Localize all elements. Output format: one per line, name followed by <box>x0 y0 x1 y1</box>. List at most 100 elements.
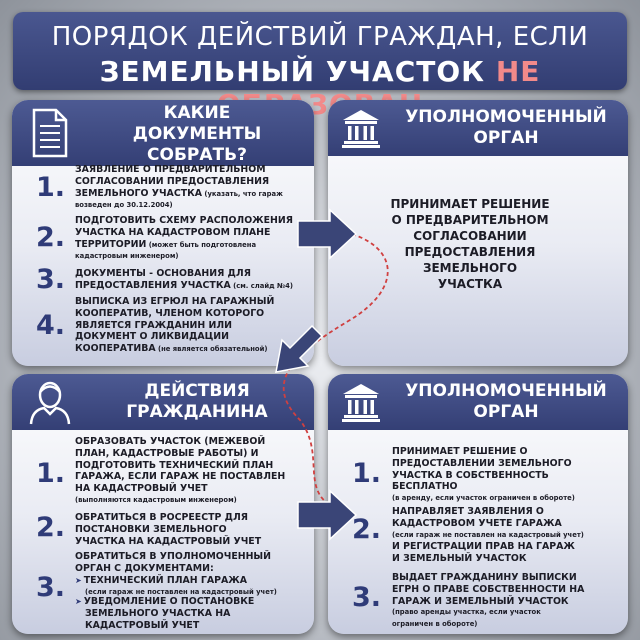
citizen-title-line: ДЕЙСТВИЯ <box>144 381 250 401</box>
citizen-card-header: ДЕЙСТВИЯ ГРАЖДАНИНА <box>12 374 314 430</box>
doc-item-note: кадастровым инженером) <box>75 252 179 261</box>
doc-item-note: (см. слайд №4) <box>230 281 293 290</box>
citizen-subitem: ➤ТЕХНИЧЕСКИЙ ПЛАН ГАРАЖА (если гараж не … <box>75 575 311 599</box>
government-building-icon <box>342 110 380 148</box>
citizen-subitem-text: УВЕДОМЛЕНИЕ О ПОСТАНОВКЕ <box>83 596 255 607</box>
citizen-item-line: ОБРАТИТЬСЯ В УПОЛНОМОЧЕННЫЙ <box>75 551 271 562</box>
authority-bottom-card: УПОЛНОМОЧЕННЫЙ ОРГАН 1. ПРИНИМАЕТ РЕШЕНИ… <box>328 374 628 634</box>
citizen-subitem-line: ➤УВЕДОМЛЕНИЕ О ПОСТАНОВКЕ <box>75 596 311 608</box>
doc-item-line: ТЕРРИТОРИИ (может быть подготовлена <box>75 239 311 252</box>
citizen-item: ОБРАТИТЬСЯ В УПОЛНОМОЧЕННЫЙ ОРГАН С ДОКУ… <box>75 551 311 575</box>
authority-top-title: УПОЛНОМОЧЕННЫЙ ОРГАН <box>390 107 622 149</box>
authority-item-line: ВЫДАЕТ ГРАЖДАНИНУ ВЫПИСКИ <box>392 572 577 583</box>
chevron-right-icon: ➤ <box>75 597 82 606</box>
doc-item: ДОКУМЕНТЫ - ОСНОВАНИЯ ДЛЯ ПРЕДОСТАВЛЕНИЯ… <box>75 268 311 293</box>
person-icon <box>29 381 71 425</box>
authority-item-line: БЕСПЛАТНО <box>392 481 458 493</box>
document-icon <box>32 108 68 158</box>
citizen-subitem-note: (если гараж не поставлен на кадастровый … <box>85 587 277 596</box>
doc-item-note: (не является обязательной) <box>155 345 268 354</box>
doc-item-note: возведен до 30.12.2004) <box>75 201 173 210</box>
doc-item-number: 2. <box>36 222 66 253</box>
authority-item-line: ПРИНИМАЕТ РЕШЕНИЕ О <box>392 446 528 457</box>
authority-item-note: (если гараж не поставлен на кадастровый … <box>392 530 584 539</box>
documents-card-title: КАКИЕ ДОКУМЕНТЫ СОБРАТЬ? <box>87 103 307 166</box>
citizen-item-line: ОБРАЗОВАТЬ УЧАСТОК (МЕЖЕВОЙ <box>75 436 266 447</box>
authority-item-line: И РЕГИСТРАЦИИ ПРАВ НА ГАРАЖ <box>392 541 575 553</box>
authority-item-line: ЕГРН О ПРАВЕ СОБСТВЕННОСТИ НА <box>392 583 585 595</box>
authority-item-note: (право аренды участка, если участок <box>392 608 541 617</box>
citizen-item: ОБРАТИТЬСЯ В РОСРЕЕСТР ДЛЯ ПОСТАНОВКИ ЗЕ… <box>75 512 311 547</box>
authority-title-line: ОРГАН <box>473 128 539 148</box>
citizen-item-number: 3. <box>36 572 66 603</box>
authority-item-number: 3. <box>352 582 382 613</box>
citizen-actions-card: ДЕЙСТВИЯ ГРАЖДАНИНА 1. ОБРАЗОВАТЬ УЧАСТО… <box>12 374 314 634</box>
decision-line: ПРЕДОСТАВЛЕНИЯ <box>404 245 536 259</box>
authority-item: ПРИНИМАЕТ РЕШЕНИЕ О ПРЕДОСТАВЛЕНИИ ЗЕМЕЛ… <box>392 446 624 505</box>
doc-item-line: ПРЕДОСТАВЛЕНИЯ УЧАСТКА (см. слайд №4) <box>75 280 311 293</box>
authority-item-line: НАПРАВЛЯЕТ ЗАЯВЛЕНИЯ О <box>392 506 544 517</box>
doc-item-line: ДОКУМЕНТЫ - ОСНОВАНИЯ ДЛЯ <box>75 268 251 279</box>
authority-top-decision: ПРИНИМАЕТ РЕШЕНИЕ О ПРЕДВАРИТЕЛЬНОМ СОГЛ… <box>345 196 595 292</box>
doc-item-line: ЗЕМЕЛЬНОГО УЧАСТКА (указать, что гараж <box>75 188 311 201</box>
citizen-subitem-text: КАДАСТРОВЫЙ УЧЕТ <box>85 619 200 631</box>
doc-item-number: 1. <box>36 172 66 203</box>
decision-line: О ПРЕДВАРИТЕЛЬНОМ <box>391 213 549 227</box>
doc-item: ЗАЯВЛЕНИЕ О ПРЕДВАРИТЕЛЬНОМ СОГЛАСОВАНИИ… <box>75 164 311 212</box>
doc-item-line-text: ТЕРРИТОРИИ <box>75 238 147 250</box>
authority-item-note: (в аренду, если участок ограничен в обор… <box>392 494 575 503</box>
doc-item-note: (указать, что гараж <box>202 189 283 198</box>
citizen-item: ОБРАЗОВАТЬ УЧАСТОК (МЕЖЕВОЙ ПЛАН, КАДАСТ… <box>75 436 311 507</box>
decision-line: СОГЛАСОВАНИИ <box>413 229 527 243</box>
decision-line: ЗЕМЕЛЬНОГО <box>422 261 518 275</box>
authority-item-number: 2. <box>352 514 382 545</box>
citizen-subitem-text: ТЕХНИЧЕСКИЙ ПЛАН ГАРАЖА <box>83 575 247 586</box>
authority-item-line: КАДАСТРОВОМ УЧЕТЕ ГАРАЖА <box>392 517 562 529</box>
citizen-subitem: ➤УВЕДОМЛЕНИЕ О ПОСТАНОВКЕ ЗЕМЕЛЬНОГО УЧА… <box>75 596 311 631</box>
documents-title-line: КАКИЕ <box>163 103 231 123</box>
doc-item-number: 3. <box>36 264 66 295</box>
citizen-item-line: ОРГАН С ДОКУМЕНТАМИ: <box>75 562 214 574</box>
authority-item-number: 1. <box>352 458 382 489</box>
doc-item-line: СОГЛАСОВАНИИ ПРЕДОСТАВЛЕНИЯ <box>75 175 270 187</box>
decision-line: УЧАСТКА <box>437 277 503 291</box>
citizen-card-title: ДЕЙСТВИЯ ГРАЖДАНИНА <box>87 381 307 423</box>
citizen-item-line: ГАРАЖА, ЕСЛИ ГАРАЖ НЕ ПОСТАВЛЕН <box>75 471 286 483</box>
citizen-item-note: (выполняются кадастровым инженером) <box>75 495 237 504</box>
chevron-right-icon: ➤ <box>75 576 82 585</box>
doc-item: ПОДГОТОВИТЬ СХЕМУ РАСПОЛОЖЕНИЯ УЧАСТКА Н… <box>75 215 311 263</box>
doc-item-line: ВЫПИСКА ИЗ ЕГРЮЛ НА ГАРАЖНЫЙ <box>75 296 275 307</box>
doc-item: ВЫПИСКА ИЗ ЕГРЮЛ НА ГАРАЖНЫЙ КООПЕРАТИВ,… <box>75 296 311 356</box>
doc-item-line: ДОКУМЕНТ О ЛИКВИДАЦИИ <box>75 331 229 343</box>
citizen-item-line: ОБРАТИТЬСЯ В РОСРЕЕСТР ДЛЯ <box>75 512 248 523</box>
title-banner: ПОРЯДОК ДЕЙСТВИЙ ГРАЖДАН, ЕСЛИ ЗЕМЕЛЬНЫЙ… <box>13 12 627 121</box>
documents-card-header: КАКИЕ ДОКУМЕНТЫ СОБРАТЬ? <box>12 100 314 166</box>
doc-item-line: ЯВЛЯЕТСЯ ГРАЖДАНИН ИЛИ <box>75 319 232 331</box>
authority-item-line: И ЗЕМЕЛЬНЫЙ УЧАСТОК <box>392 553 527 565</box>
authority-item-line: ПРЕДОСТАВЛЕНИИ ЗЕМЕЛЬНОГО <box>392 457 572 469</box>
authority-item-line: ГАРАЖ И ЗЕМЕЛЬНЫЙ УЧАСТОК <box>392 595 569 607</box>
authority-top-card-header: УПОЛНОМОЧЕННЫЙ ОРГАН <box>328 100 628 156</box>
doc-item-line: ПОДГОТОВИТЬ СХЕМУ РАСПОЛОЖЕНИЯ <box>75 215 293 226</box>
doc-item-number: 4. <box>36 310 66 341</box>
citizen-item-line: НА КАДАСТРОВЫЙ УЧЕТ <box>75 483 208 495</box>
authority-item: ВЫДАЕТ ГРАЖДАНИНУ ВЫПИСКИ ЕГРН О ПРАВЕ С… <box>392 572 624 631</box>
citizen-subitem-line: ➤ТЕХНИЧЕСКИЙ ПЛАН ГАРАЖА <box>75 575 311 587</box>
authority-title-line: УПОЛНОМОЧЕННЫЙ <box>405 107 607 127</box>
doc-item-line: КООПЕРАТИВА (не является обязательной) <box>75 343 311 356</box>
citizen-title-line: ГРАЖДАНИНА <box>126 402 268 422</box>
doc-item-note: (может быть подготовлена <box>146 240 257 249</box>
decision-line: ПРИНИМАЕТ РЕШЕНИЕ <box>390 197 550 211</box>
citizen-item-number: 1. <box>36 458 66 489</box>
doc-item-line: КООПЕРАТИВ, ЧЛЕНОМ КОТОРОГО <box>75 307 265 319</box>
documents-title-line: СОБРАТЬ? <box>147 145 247 165</box>
authority-bottom-card-header: УПОЛНОМОЧЕННЫЙ ОРГАН <box>328 374 628 430</box>
documents-title-line: ДОКУМЕНТЫ <box>132 124 262 144</box>
authority-title-line: ОРГАН <box>473 402 539 422</box>
authority-item-line: УЧАСТКА В СОБСТВЕННОСТЬ <box>392 469 549 481</box>
authority-item-note: ограничен в обороте) <box>392 620 478 629</box>
doc-item-line: ЗАЯВЛЕНИЕ О ПРЕДВАРИТЕЛЬНОМ <box>75 164 266 175</box>
authority-bottom-title: УПОЛНОМОЧЕННЫЙ ОРГАН <box>390 381 622 423</box>
citizen-subitem-text: ЗЕМЕЛЬНОГО УЧАСТКА НА <box>85 607 231 619</box>
citizen-item-line: ПОДГОТОВИТЬ ТЕХНИЧЕСКИЙ ПЛАН <box>75 459 274 471</box>
